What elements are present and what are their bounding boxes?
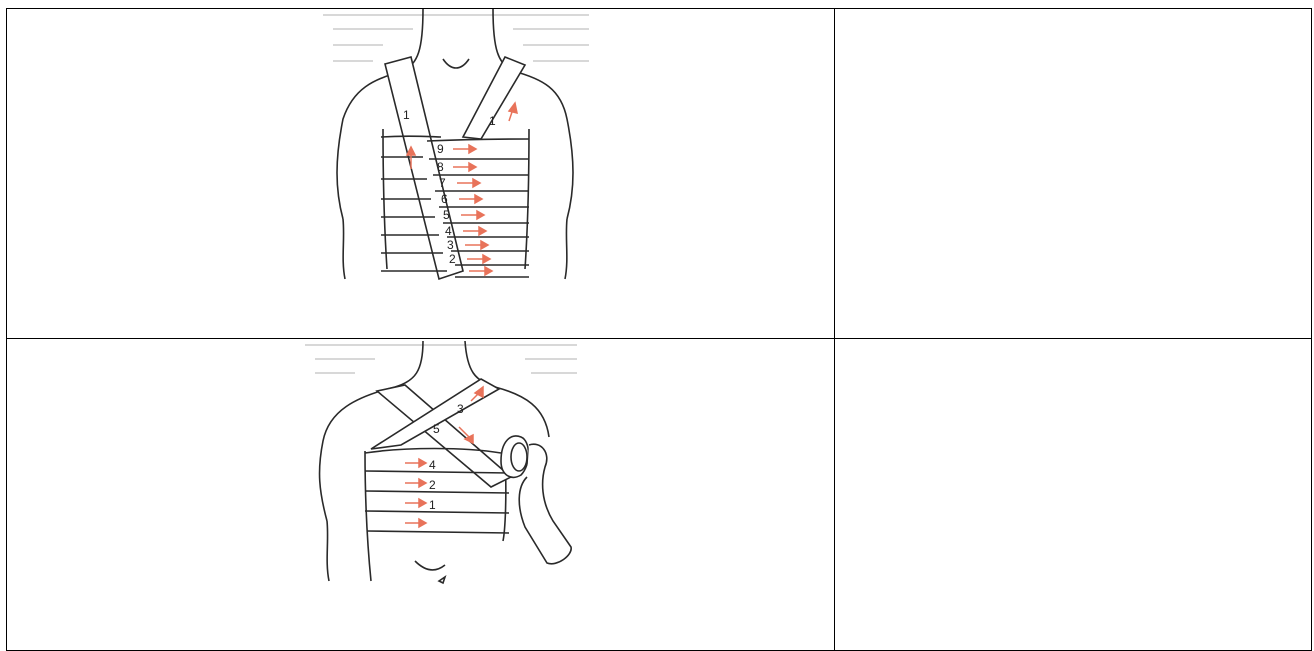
turn-label-8: 8 xyxy=(437,160,444,174)
strap-label-right: 1 xyxy=(489,114,496,128)
strap-label-left: 1 xyxy=(403,108,410,122)
turn-label-3: 3 xyxy=(447,238,454,252)
figure-cell-1: 1 1 9 8 7 6 5 4 3 2 xyxy=(7,9,835,339)
table-row: 1 1 9 8 7 6 5 4 3 2 xyxy=(7,9,1312,339)
turn-label-2: 2 xyxy=(429,478,436,492)
table-row: 3 5 4 2 1 xyxy=(7,339,1312,651)
turn-label-9: 9 xyxy=(437,142,444,156)
empty-cell-1 xyxy=(835,9,1312,339)
turn-label-2: 2 xyxy=(449,252,456,266)
turn-label-4: 4 xyxy=(429,458,436,472)
figure-cell-2: 3 5 4 2 1 xyxy=(7,339,835,651)
turn-label-5: 5 xyxy=(443,208,450,222)
cruciate-bandage-figure: 3 5 4 2 1 xyxy=(305,341,577,603)
turn-label-6: 6 xyxy=(441,192,448,206)
spiral-bandage-illustration: 1 1 9 8 7 6 5 4 3 2 xyxy=(323,9,589,289)
cross-label-3: 3 xyxy=(457,402,464,416)
spiral-bandage-figure: 1 1 9 8 7 6 5 4 3 2 xyxy=(323,9,589,289)
cruciate-bandage-illustration: 3 5 4 2 1 xyxy=(305,341,577,603)
turn-label-4: 4 xyxy=(445,224,452,238)
turn-label-1: 1 xyxy=(429,498,436,512)
cross-label-5: 5 xyxy=(433,422,440,436)
turn-label-7: 7 xyxy=(439,176,446,190)
figure-table: 1 1 9 8 7 6 5 4 3 2 xyxy=(6,8,1312,651)
empty-cell-2 xyxy=(835,339,1312,651)
